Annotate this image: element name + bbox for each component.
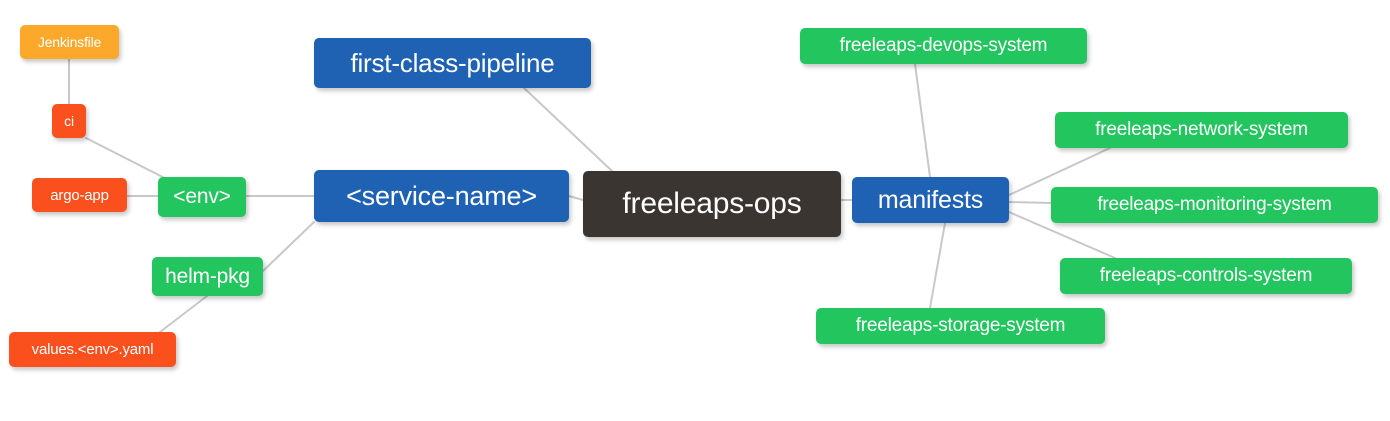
node-label: freeleaps-devops-system: [839, 35, 1048, 56]
node-devops-sys[interactable]: freeleaps-devops-system: [800, 28, 1087, 64]
node-label: <env>: [173, 185, 231, 208]
edge-service-name-to-helm-pkg: [262, 221, 315, 272]
node-root[interactable]: freeleaps-ops: [583, 171, 841, 237]
node-label: manifests: [877, 185, 984, 214]
node-storage-sys[interactable]: freeleaps-storage-system: [816, 308, 1105, 344]
node-monitoring-sys[interactable]: freeleaps-monitoring-system: [1051, 187, 1378, 223]
node-ci[interactable]: ci: [52, 104, 86, 138]
node-label: argo-app: [50, 186, 109, 204]
edge-manifests-to-devops-sys: [914, 63, 931, 178]
edge-manifests-to-storage-sys: [929, 222, 946, 309]
node-label: <service-name>: [346, 180, 537, 211]
node-values-yaml[interactable]: values.<env>.yaml: [9, 332, 176, 367]
node-label: first-class-pipeline: [350, 47, 555, 78]
node-label: freeleaps-ops: [622, 187, 802, 220]
node-label: freeleaps-controls-system: [1099, 265, 1313, 286]
node-helm-pkg[interactable]: helm-pkg: [152, 257, 263, 296]
node-label: ci: [64, 113, 74, 129]
edge-helm-pkg-to-values-yaml: [159, 295, 208, 333]
node-jenkinsfile[interactable]: Jenkinsfile: [20, 25, 119, 59]
node-manifests[interactable]: manifests: [852, 177, 1009, 223]
node-label: Jenkinsfile: [37, 34, 102, 50]
node-argo-app[interactable]: argo-app: [32, 178, 127, 212]
node-label: freeleaps-monitoring-system: [1097, 194, 1332, 215]
node-controls-sys[interactable]: freeleaps-controls-system: [1060, 258, 1352, 294]
edge-manifests-to-monitoring-sys: [1008, 201, 1052, 204]
node-env[interactable]: <env>: [158, 177, 246, 217]
node-label: freeleaps-storage-system: [855, 315, 1066, 336]
node-service-name[interactable]: <service-name>: [314, 170, 569, 222]
node-pipeline[interactable]: first-class-pipeline: [314, 38, 591, 88]
edge-service-name-to-root: [568, 195, 584, 201]
node-network-sys[interactable]: freeleaps-network-system: [1055, 112, 1348, 148]
node-label: freeleaps-network-system: [1095, 119, 1308, 140]
edge-pipeline-to-root: [523, 87, 613, 172]
node-label: helm-pkg: [165, 264, 250, 288]
node-label: values.<env>.yaml: [31, 341, 154, 358]
